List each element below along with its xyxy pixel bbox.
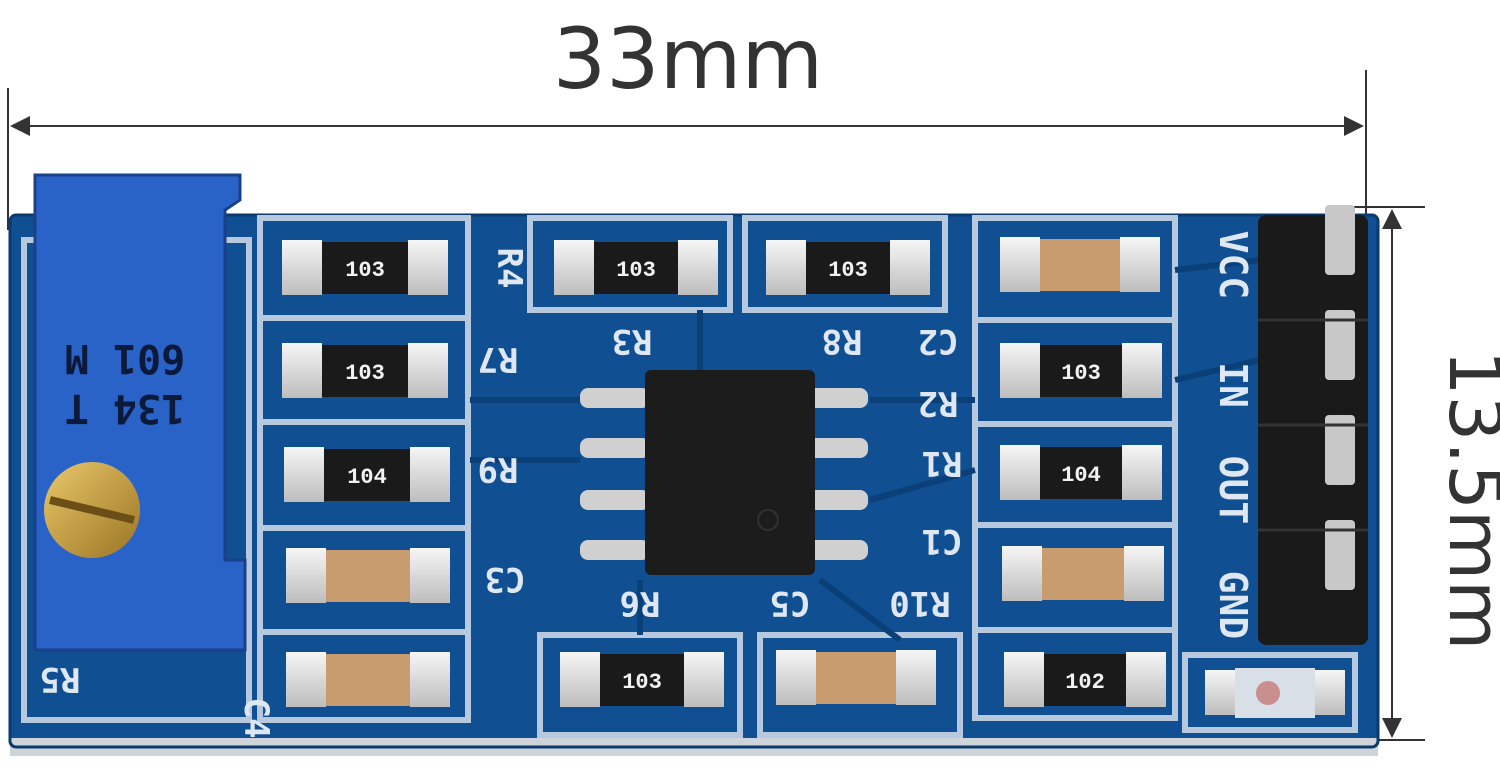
label-r3: R3 [612, 321, 653, 361]
resistor-r6: 103 [560, 652, 724, 707]
resistor-code-r9: 104 [347, 465, 387, 490]
width-dimension: 33mm [7, 10, 1367, 230]
pin-label-gnd: GND [1211, 571, 1255, 640]
capacitor-c1 [1002, 546, 1164, 601]
pot-marking-2: 601 M [65, 335, 185, 381]
capacitor-c4 [286, 652, 450, 707]
resistor-r9: 104 [284, 447, 450, 502]
resistor-r3: 103 [554, 240, 718, 295]
label-r6: R6 [620, 583, 661, 623]
resistor-r10: 102 [1004, 652, 1166, 707]
resistor-r1: 104 [1000, 445, 1162, 500]
capacitor-c2 [1000, 237, 1160, 292]
potentiometer[interactable]: 134 T 601 M [33, 173, 247, 652]
smd-components: 103 103 104 103 103 [282, 237, 1345, 718]
label-r2: R2 [918, 383, 959, 423]
pin-label-vcc: VCC [1211, 231, 1255, 300]
label-c2: C2 [918, 321, 959, 361]
label-r4: R4 [489, 248, 529, 289]
resistor-code-r10: 102 [1065, 670, 1105, 695]
resistor-r2: 103 [1000, 343, 1162, 398]
label-r9: R9 [478, 449, 519, 489]
resistor-code-r4: 103 [345, 258, 385, 283]
led [1205, 668, 1345, 718]
resistor-code-r7: 103 [345, 361, 385, 386]
capacitor-c5 [776, 650, 936, 705]
pin-label-in: IN [1211, 362, 1255, 408]
resistor-r7: 103 [282, 343, 448, 398]
label-c5: C5 [770, 583, 811, 623]
designators: R5 R4 R7 R9 C3 C4 R3 R8 C2 R2 R1 C1 R10 … [40, 248, 963, 739]
opamp-ic [580, 370, 868, 575]
label-r5: R5 [40, 659, 81, 699]
resistor-code-r1: 104 [1061, 463, 1101, 488]
resistor-r4: 103 [282, 240, 448, 295]
resistor-code-r8: 103 [828, 258, 868, 283]
label-c3: C3 [485, 559, 526, 599]
resistor-code-r6: 103 [622, 670, 662, 695]
width-label: 33mm [553, 10, 824, 108]
label-c1: C1 [922, 521, 963, 561]
pin-header[interactable] [1258, 205, 1368, 645]
resistor-code-r3: 103 [616, 258, 656, 283]
pin-labels: VCC IN OUT GND [1211, 231, 1255, 640]
label-c4: C4 [236, 698, 276, 739]
label-r1: R1 [922, 443, 963, 483]
label-r7: R7 [478, 339, 519, 379]
label-r8: R8 [822, 321, 863, 361]
capacitor-c3 [286, 548, 450, 603]
pin-label-out: OUT [1211, 456, 1255, 525]
height-label: 13.5mm [1433, 350, 1500, 651]
resistor-r8: 103 [766, 240, 930, 295]
height-dimension: 13.5mm [1345, 206, 1500, 741]
label-r10: R10 [889, 583, 950, 623]
pot-marking-1: 134 T [65, 385, 185, 431]
resistor-code-r2: 103 [1061, 361, 1101, 386]
